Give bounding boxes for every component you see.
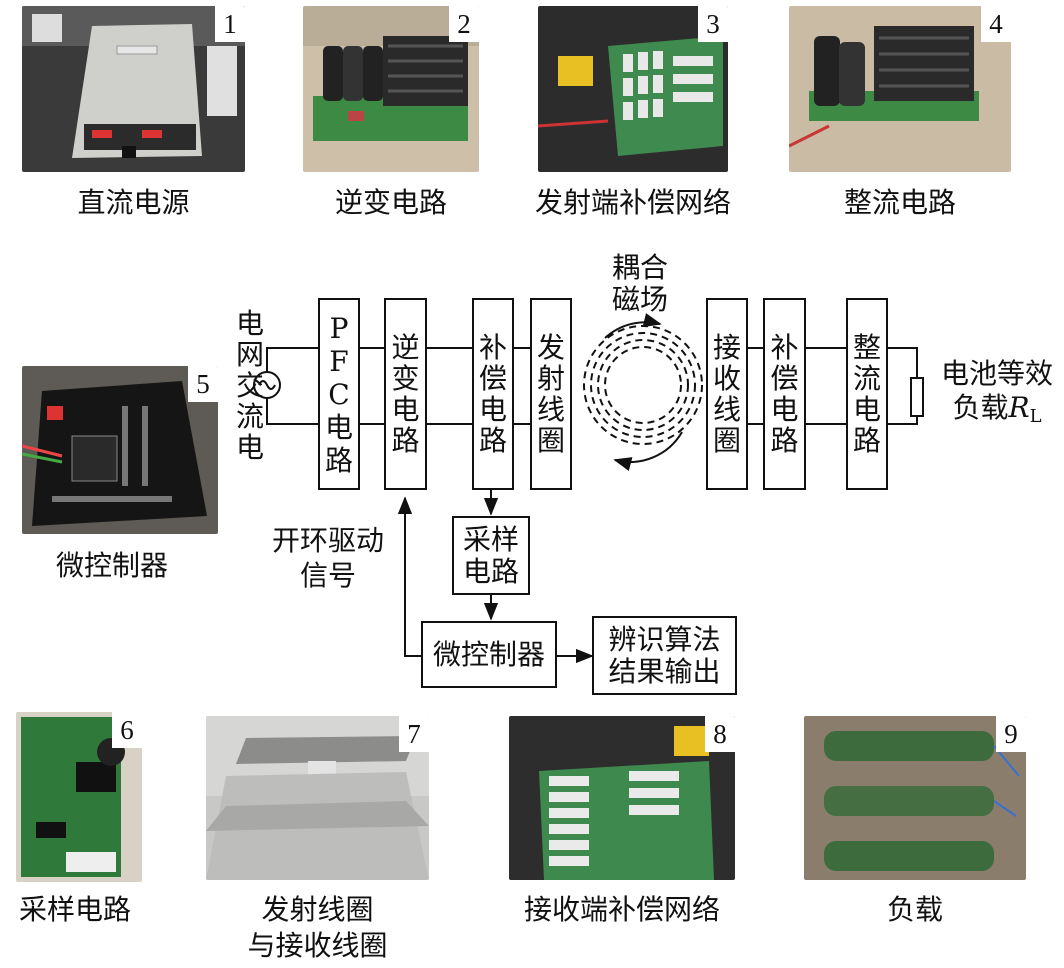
coils-image	[206, 716, 429, 880]
rectifier-block: 整流电路	[846, 298, 888, 490]
rx-coil-label: 接收线圈	[712, 331, 741, 457]
mcu-label: 微控制器	[432, 637, 545, 671]
photo-number: 6	[112, 712, 142, 748]
pfc-letter: F	[329, 344, 349, 378]
tx-compensation-image	[538, 6, 728, 172]
caption-tx-compensation: 发射端补偿网络	[534, 186, 731, 219]
photo-rx-compensation: 8	[509, 716, 735, 880]
field-arrow-bottom	[613, 431, 683, 472]
photo-number: 7	[399, 716, 429, 752]
caption-rx-compensation: 接收端补偿网络	[523, 893, 720, 926]
tx-compensation-block: 补偿电路	[472, 298, 514, 490]
rectifier-image	[789, 6, 1011, 172]
field-arrow-top	[604, 313, 662, 339]
load-label-line2: 负载RL	[930, 392, 1064, 433]
sampling-label-line1: 采样	[462, 522, 519, 556]
rectifier-label: 整流电路	[852, 331, 881, 457]
pfc-block: P F C 电路	[318, 298, 360, 490]
sampling-label-line2: 电路	[462, 554, 519, 588]
photo-number: 5	[188, 366, 218, 402]
open-loop-signal-line1: 开环驱动	[271, 524, 384, 557]
photo-load: 9	[804, 716, 1026, 880]
coupling-field-label-line1: 耦合	[611, 251, 668, 284]
photo-microcontroller: 5	[22, 366, 218, 534]
tx-coil-label: 发射线圈	[536, 331, 565, 457]
open-loop-signal-line2: 信号	[299, 559, 356, 592]
output-label-line1: 辨识算法	[608, 622, 721, 656]
load-label-prefix: 负载	[952, 391, 1009, 424]
coupling-field-coils	[583, 325, 703, 445]
photo-tx-compensation: 3	[538, 6, 728, 172]
dc-power-supply-image	[22, 6, 245, 172]
photo-rectifier: 4	[789, 6, 1011, 172]
caption-microcontroller: 微控制器	[55, 549, 168, 582]
caption-inverter: 逆变电路	[334, 186, 447, 219]
photo-number: 3	[698, 6, 728, 42]
photo-inverter: 2	[303, 6, 479, 172]
load-resistor-symbol	[910, 377, 924, 417]
photo-sampling-circuit: 6	[16, 712, 142, 882]
grid-source-label: 电网交流电	[235, 307, 264, 464]
rx-compensation-block: 补偿电路	[763, 298, 806, 490]
coupling-field-label-line2: 磁场	[611, 283, 668, 316]
caption-sampling-circuit: 采样电路	[18, 893, 131, 926]
output-label-line2: 结果输出	[608, 654, 721, 688]
sampling-block: 采样 电路	[452, 516, 530, 595]
caption-coils-line1: 发射线圈	[261, 893, 374, 926]
load-symbol-subscript: L	[1029, 406, 1042, 427]
pfc-suffix: 电路	[324, 410, 353, 477]
rx-compensation-image	[509, 716, 735, 880]
load-symbol-R: R	[1008, 391, 1030, 424]
pfc-letter: P	[329, 311, 349, 345]
wire	[266, 398, 318, 425]
photo-number: 8	[705, 716, 735, 752]
mcu-block: 微控制器	[421, 621, 557, 688]
photo-number: 1	[215, 6, 245, 42]
caption-coils-line2: 与接收线圈	[247, 929, 388, 962]
photo-number: 2	[449, 6, 479, 42]
load-image	[804, 716, 1026, 880]
caption-dc-power-supply: 直流电源	[77, 186, 190, 219]
microcontroller-image	[22, 366, 218, 534]
output-block: 辨识算法 结果输出	[592, 616, 737, 695]
rx-coil-block: 接收线圈	[706, 298, 748, 490]
photo-coils: 7	[206, 716, 429, 880]
rx-compensation-label: 补偿电路	[770, 331, 799, 457]
load-label-line1: 电池等效	[940, 357, 1053, 390]
wire	[266, 347, 318, 372]
inverter-block: 逆变电路	[384, 298, 427, 490]
tx-coil-block: 发射线圈	[530, 298, 572, 490]
photo-number: 9	[996, 716, 1026, 752]
caption-load: 负载	[886, 893, 943, 926]
pfc-letter: C	[328, 377, 350, 411]
photo-dc-power-supply: 1	[22, 6, 245, 172]
tx-compensation-label: 补偿电路	[478, 331, 507, 457]
photo-number: 4	[981, 6, 1011, 42]
caption-rectifier: 整流电路	[843, 186, 956, 219]
inverter-label: 逆变电路	[391, 331, 420, 457]
